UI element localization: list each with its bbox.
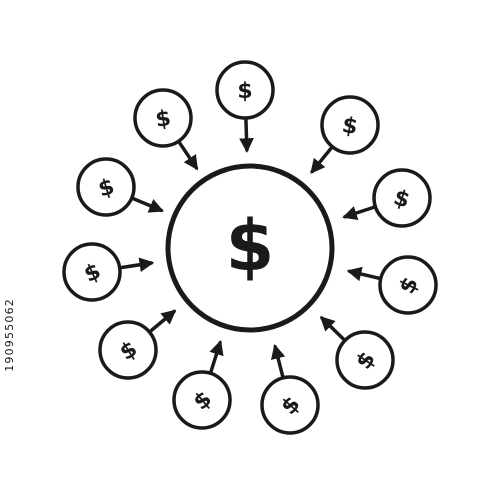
coin-11: $ [260,344,320,435]
coin-dollar-sign: $ [80,259,104,288]
coin-5: $ [342,168,432,228]
coin-outline [133,88,193,148]
coin-9: $ [319,316,395,390]
coin-3: $ [310,95,380,174]
coin-8: $ [98,309,177,380]
central-coin: $ [165,163,335,333]
coin-outline [62,242,122,302]
coin-dollar-sign: $ [352,348,381,375]
arrow-to-center [239,118,254,153]
arrow-to-center [319,316,346,341]
coin-6: $ [62,242,155,302]
coin-outline [320,95,380,155]
coin-outline [378,255,438,315]
coin-1: $ [215,60,275,153]
arrow-to-center [209,339,224,374]
coin-dollar-sign: $ [340,113,359,140]
coin-outline [215,60,275,120]
coin-dollar-sign: $ [95,174,117,202]
arrow-to-center [346,266,381,282]
coin-outline [172,370,232,430]
coin-outline [76,157,136,217]
central-dollar-sign: $ [226,205,275,287]
coin-outline [98,320,158,380]
coin-dollar-sign: $ [154,106,173,133]
coin-dollar-sign: $ [189,387,217,416]
coin-dollar-sign: $ [116,337,142,366]
arrow-to-center [119,257,155,273]
coin-outline [335,330,395,390]
arrow-to-center [131,196,164,213]
stock-id-label: 190955062 [3,298,16,372]
arrow-to-center [149,309,177,333]
coin-dollar-sign: $ [237,79,253,104]
arrow-to-center [177,141,199,171]
coin-dollar-sign: $ [277,392,306,420]
arrow-to-center [270,344,286,378]
coin-2: $ [133,88,199,171]
coin-10: $ [172,339,232,430]
coin-7: $ [346,255,438,315]
coin-outline [260,375,320,435]
coin-dollar-sign: $ [395,273,424,298]
coin-4: $ [76,157,164,217]
arrow-to-center [342,205,376,221]
coin-outline [372,168,432,228]
coin-dollar-sign: $ [390,185,412,214]
arrow-to-center [310,146,333,174]
